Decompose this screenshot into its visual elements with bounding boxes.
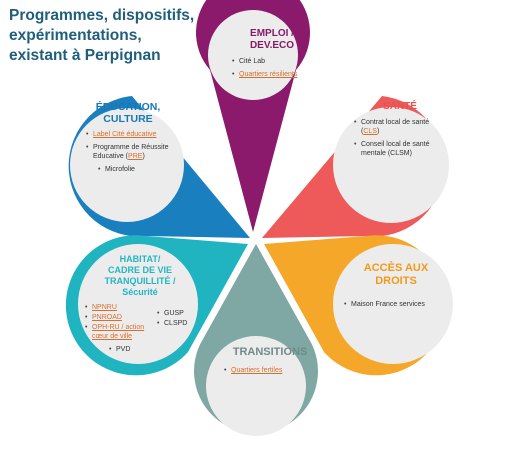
emploi-heading: EMPLOI / DEV.ECO (232, 28, 312, 52)
habitat-heading-line-1: HABITAT/ (119, 254, 161, 264)
sante-item-clsm: Conseil local de santé mentale (CLSM) (354, 140, 446, 158)
habitat-item-gusp: GUSP (157, 309, 187, 318)
sante-heading: SANTÉ (383, 101, 417, 112)
acces-heading: ACCÈS AUX DROITS (344, 262, 448, 288)
emploi-list: Cité Lab Quartiers résilients (232, 57, 312, 79)
npnru-link[interactable]: NPNRU (92, 304, 117, 311)
habitat-item-npnru[interactable]: NPNRU (85, 303, 155, 312)
acces-list: Maison France services (344, 300, 448, 309)
sante-list: Contrat local de santé (CLS) Conseil loc… (354, 118, 446, 158)
petal-sante-inner (333, 107, 449, 223)
education-item-pre: Programme de Réussite Educative (PRE) (86, 143, 170, 161)
petal-transitions (194, 244, 318, 436)
emploi-item-cite-lab: Cité Lab (232, 57, 312, 66)
card-acces: ACCÈS AUX DROITS Maison France services (344, 262, 448, 313)
education-item-microfolie: Microfolie (98, 165, 170, 174)
habitat-heading-line-3: TRANQUILLITÉ / (104, 276, 176, 286)
transitions-item-quartiers-fertiles[interactable]: Quartiers fertiles (224, 366, 320, 375)
emploi-heading-line-1: EMPLOI / (250, 28, 294, 39)
card-emploi: EMPLOI / DEV.ECO Cité Lab Quartiers rési… (232, 28, 312, 83)
page-title-line-2: expérimentations, (9, 27, 142, 44)
quartiers-fertiles-link[interactable]: Quartiers fertiles (231, 367, 283, 374)
transitions-list: Quartiers fertiles (224, 366, 320, 375)
habitat-columns: NPNRU PNROAD OPH-RU / action cœur de vil… (85, 303, 195, 341)
cls-link[interactable]: CLS (363, 128, 377, 135)
cls-text: Contrat local de santé ( (361, 119, 430, 135)
education-list: Label Cité éducative Programme de Réussi… (86, 130, 170, 174)
emploi-heading-line-2: DEV.ECO (249, 40, 295, 51)
pre-suffix: ) (142, 153, 145, 160)
emploi-item-quartiers-resilients[interactable]: Quartiers résilients (232, 70, 312, 79)
page-title-line-1: Programmes, dispositifs, (9, 7, 195, 24)
habitat-item-oph-ru[interactable]: OPH-RU / action cœur de ville (85, 323, 155, 341)
education-heading: ÉDUCATION, CULTURE (86, 101, 170, 125)
acces-item-maison-france: Maison France services (344, 300, 448, 309)
oph-ru-link[interactable]: OPH-RU / action cœur de ville (92, 324, 145, 340)
education-heading-line-2: CULTURE (103, 113, 153, 125)
pre-link[interactable]: PRE (128, 153, 143, 160)
habitat-item-clspd: CLSPD (157, 319, 187, 328)
habitat-heading-line-4: Sécurité (122, 287, 158, 297)
cls-suffix: ) (376, 128, 380, 135)
education-item-label-cite[interactable]: Label Cité éducative (86, 130, 170, 139)
card-education: ÉDUCATION, CULTURE Label Cité éducative … (86, 101, 170, 178)
habitat-list-1: NPNRU PNROAD OPH-RU / action cœur de vil… (85, 303, 155, 341)
pnroad-link[interactable]: PNROAD (92, 314, 122, 321)
acces-heading-line-2: DROITS (375, 275, 417, 287)
habitat-list-2: GUSP CLSPD (157, 309, 187, 329)
habitat-heading: HABITAT/ CADRE DE VIE TRANQUILLITÉ / Séc… (85, 254, 195, 298)
sante-item-cls: Contrat local de santé (CLS) (354, 118, 446, 136)
education-heading-line-1: ÉDUCATION, (95, 101, 161, 113)
habitat-list-3: PVD (109, 345, 195, 354)
card-habitat: HABITAT/ CADRE DE VIE TRANQUILLITÉ / Séc… (85, 254, 195, 358)
transitions-heading: TRANSITIONS (232, 346, 308, 358)
card-sante: SANTÉ Contrat local de santé (CLS) Conse… (354, 101, 446, 162)
habitat-heading-line-2: CADRE DE VIE (107, 265, 172, 275)
page-title: Programmes, dispositifs, expérimentation… (9, 6, 209, 66)
page-title-line-3: existant à Perpignan (9, 47, 161, 64)
pre-text: Programme de Réussite Educative ( (93, 144, 169, 160)
habitat-item-pvd: PVD (109, 345, 195, 354)
card-transitions: TRANSITIONS Quartiers fertiles (220, 346, 320, 379)
acces-heading-line-1: ACCÈS AUX (363, 262, 429, 274)
label-cite-educative-link[interactable]: Label Cité éducative (93, 131, 157, 138)
habitat-item-pnroad[interactable]: PNROAD (85, 313, 155, 322)
quartiers-resilients-link[interactable]: Quartiers résilients (239, 71, 298, 78)
petal-transitions-inner (206, 336, 306, 436)
